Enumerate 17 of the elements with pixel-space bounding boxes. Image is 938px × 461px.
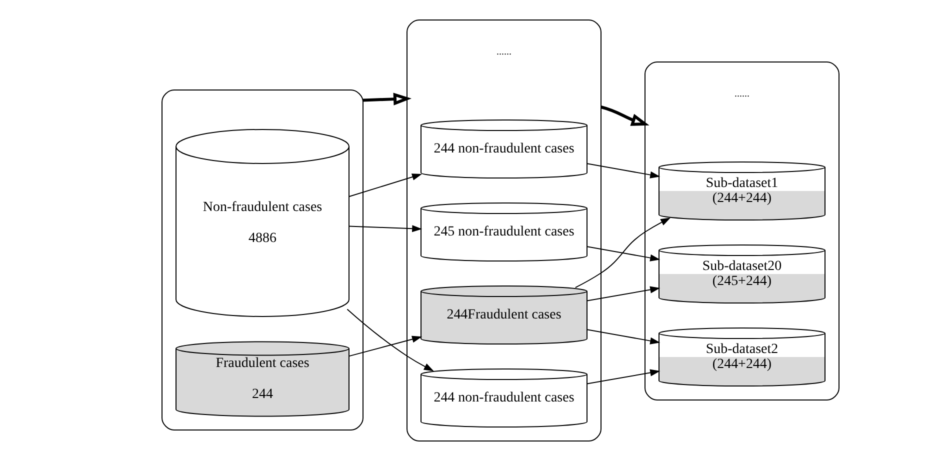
arrow	[600, 106, 650, 126]
arrow	[348, 336, 422, 357]
cluster	[406, 20, 602, 442]
arrow	[346, 308, 434, 372]
cluster	[162, 90, 364, 430]
label: ......	[496, 46, 512, 58]
label: ......	[734, 88, 750, 100]
arrow	[586, 246, 660, 262]
arrow	[348, 225, 422, 232]
arrow	[348, 174, 422, 197]
arrow	[574, 218, 671, 288]
arrow	[586, 286, 660, 302]
cluster	[644, 62, 840, 400]
arrow	[586, 369, 660, 384]
arrow	[586, 329, 660, 344]
arrow	[362, 92, 412, 106]
arrow	[586, 163, 660, 178]
